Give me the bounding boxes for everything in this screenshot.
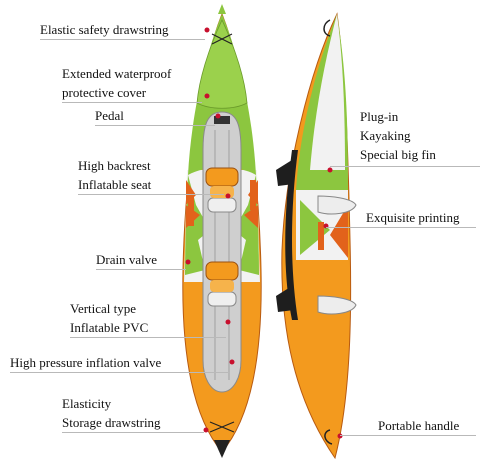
front-seat xyxy=(205,167,239,213)
callout-elastic-safety-drawstring: Elastic safety drawstring xyxy=(40,22,169,37)
callout-exquisite-printing: Exquisite printing xyxy=(366,210,460,225)
rear-seat xyxy=(205,261,239,307)
callout-storage-drawstring: Elasticity Storage drawstring xyxy=(62,396,161,430)
callout-underline xyxy=(62,432,204,433)
callout-pedal: Pedal xyxy=(95,108,124,123)
callout-underline xyxy=(10,372,230,373)
callout-drain-valve: Drain valve xyxy=(96,252,158,267)
callout-underline xyxy=(40,39,205,40)
callout-waterproof-cover: Extended waterproof protective cover xyxy=(62,66,172,100)
callout-underline xyxy=(95,125,215,126)
callout-inflation-valve: High pressure inflation valve xyxy=(10,355,162,370)
callout-underline xyxy=(62,102,202,103)
callout-inflatable-seat: High backrest Inflatable seat xyxy=(78,158,152,192)
callout-underline xyxy=(330,166,480,167)
kayak-top-view xyxy=(182,4,262,458)
callout-underline xyxy=(340,435,476,436)
big-fin xyxy=(276,160,294,186)
callout-underline xyxy=(78,194,224,195)
callout-portable-handle: Portable handle xyxy=(378,418,460,433)
waterproof-cover xyxy=(196,19,248,109)
callout-underline xyxy=(326,227,476,228)
callout-underline xyxy=(96,269,186,270)
callout-inflatable-pvc: Vertical type Inflatable PVC xyxy=(70,301,149,335)
callout-big-fin: Plug-in Kayaking Special big fin xyxy=(360,109,436,162)
callout-underline xyxy=(70,337,226,338)
kayak-side-view xyxy=(276,12,357,460)
cockpit xyxy=(202,111,242,393)
